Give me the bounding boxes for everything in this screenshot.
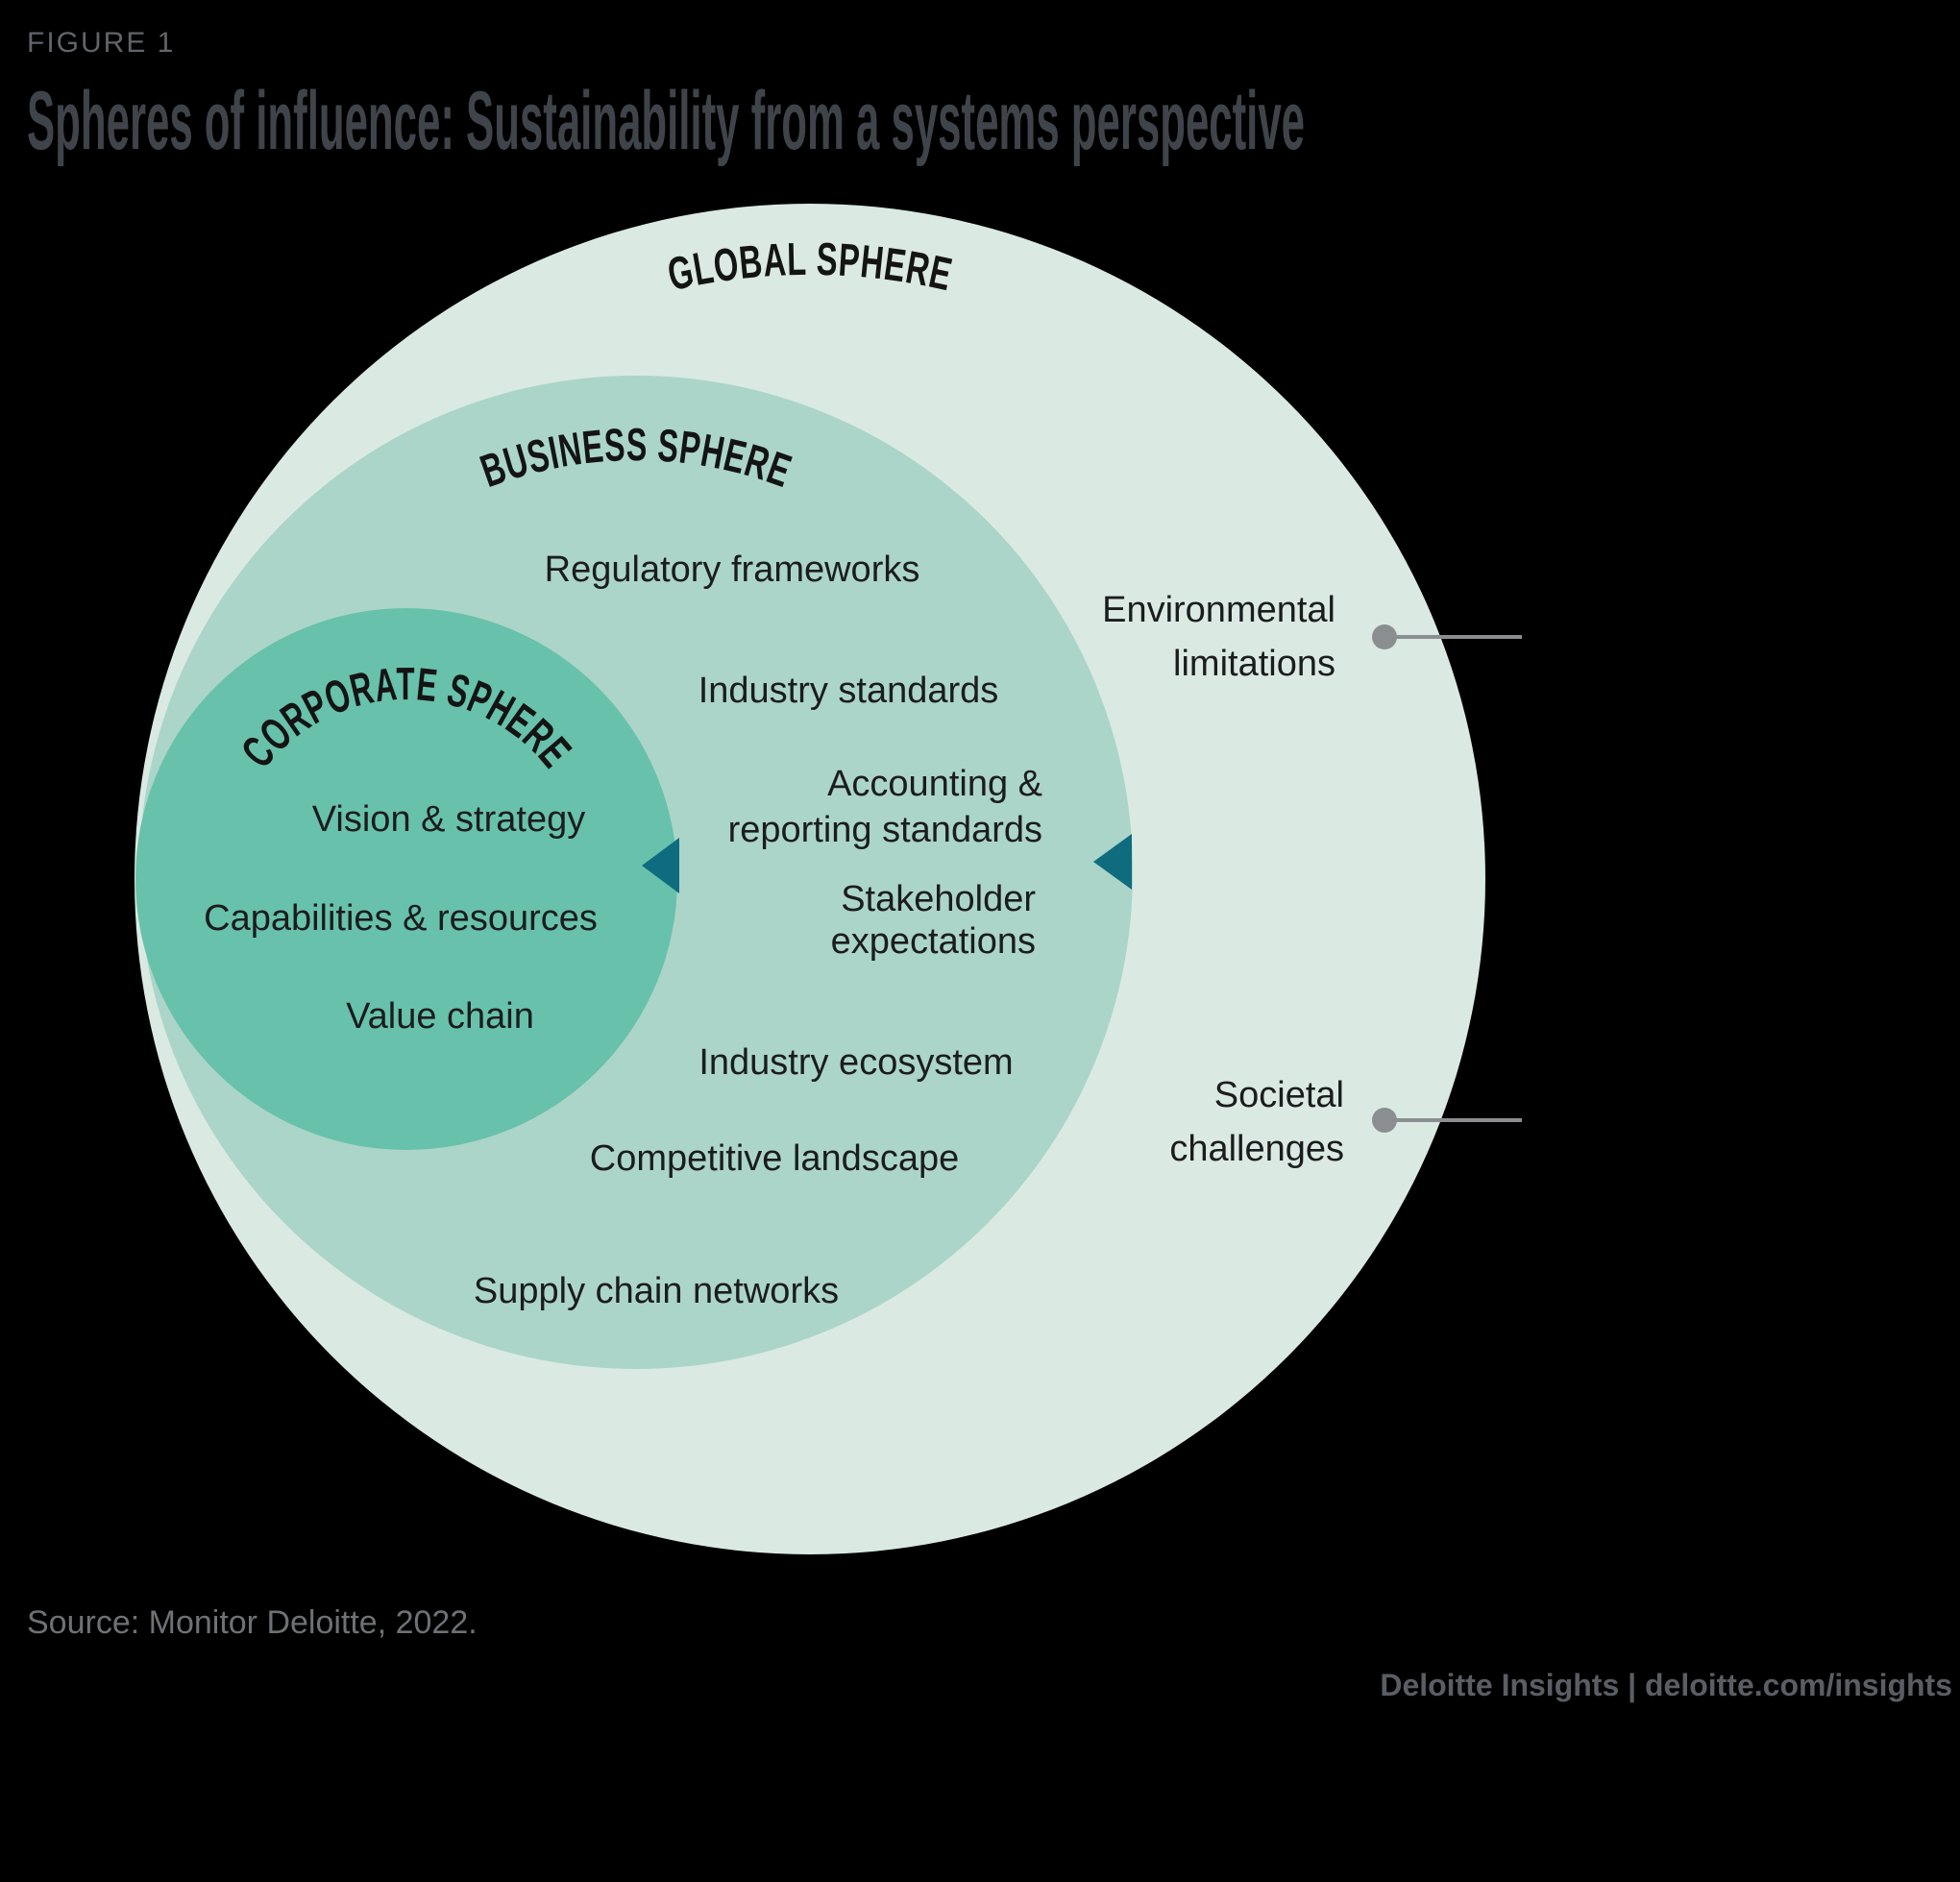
global-item-environmental-line1: Environmental: [1102, 590, 1335, 630]
business-item-stakeholder-line2: expectations: [831, 921, 1036, 962]
business-item-regulatory-frameworks: Regulatory frameworks: [545, 550, 920, 590]
source-note: Source: Monitor Deloitte, 2022.: [27, 1604, 478, 1641]
global-item-societal-line2: challenges: [1169, 1129, 1344, 1169]
corporate-sphere-circle: [135, 608, 677, 1150]
business-item-supply-chain-networks: Supply chain networks: [474, 1271, 839, 1311]
environmental-connector-dot: [1372, 624, 1397, 649]
business-item-industry-ecosystem: Industry ecosystem: [698, 1042, 1013, 1083]
business-item-accounting-line1: Accounting &: [827, 764, 1042, 804]
business-item-accounting-line2: reporting standards: [728, 810, 1042, 850]
figure-label: FIGURE 1: [27, 27, 175, 59]
footer-credit: Deloitte Insights | deloitte.com/insight…: [1380, 1668, 1952, 1702]
business-item-stakeholder-line1: Stakeholder: [841, 879, 1036, 919]
business-item-competitive-landscape: Competitive landscape: [590, 1138, 959, 1179]
corporate-item-vision-strategy: Vision & strategy: [312, 799, 585, 840]
global-item-environmental-line2: limitations: [1173, 644, 1335, 684]
corporate-item-capabilities-resources: Capabilities & resources: [204, 898, 598, 939]
societal-connector-dot: [1372, 1108, 1397, 1133]
corporate-item-value-chain: Value chain: [346, 996, 534, 1037]
global-item-societal-line1: Societal: [1214, 1075, 1344, 1115]
business-influence-arrow-icon: [1093, 834, 1132, 890]
business-item-industry-standards: Industry standards: [698, 671, 999, 711]
corporate-influence-arrow-icon: [642, 838, 679, 893]
figure-title: Spheres of influence: Sustainability fro…: [27, 75, 1305, 167]
